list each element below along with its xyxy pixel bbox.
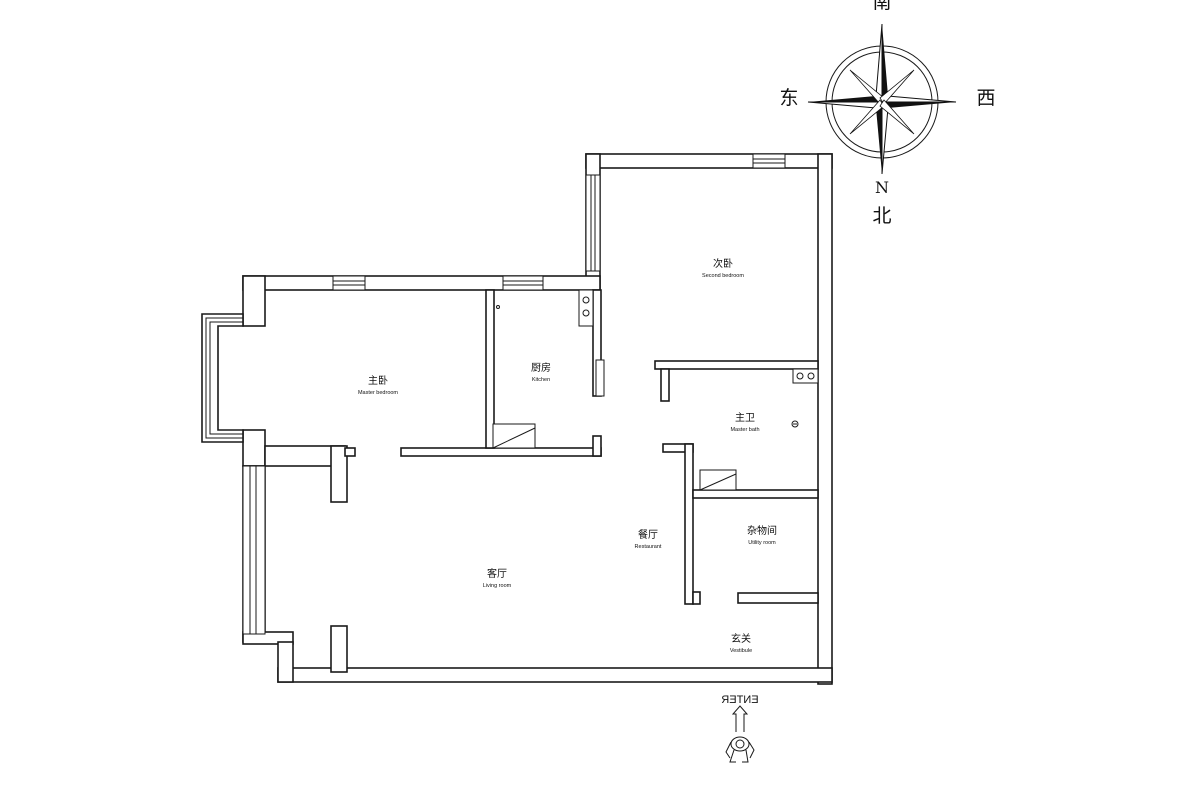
bath-shower-tray [699,469,737,491]
compass-south: 南 [872,0,891,13]
wall-bottom-left-jog [242,631,294,645]
room-kitchen-zh: 厨房 [531,361,551,374]
room-master-bedroom-en: Master bedroom [358,390,398,396]
bath-floor-drain [791,420,799,428]
windows [201,153,786,635]
wall-bottom-left-step [277,641,294,683]
wall-bath-left-stub [660,368,670,402]
wall-master-kitchen-bottom [400,447,602,457]
wall-master-pier [330,445,348,503]
window-second-bedroom-side [585,174,601,272]
compass-star-icon [807,23,957,175]
room-vestibule-en: Vestibule [730,648,752,654]
window-kitchen [502,275,544,291]
wall-right [817,153,833,685]
wall-dining-end [692,591,701,605]
compass-north: 北 [872,205,891,227]
room-second-bedroom-en: Second bedroom [702,273,744,279]
wall-left-upper [242,275,266,327]
room-kitchen-en: Kitchen [532,377,550,383]
kitchen-drain [496,305,500,309]
compass-west: 西 [976,87,995,109]
wall-kitchen-stub [592,435,602,457]
window-master-bedroom [332,275,366,291]
wall-left-mid [242,429,266,467]
wall-top-right [585,153,833,169]
bay-window [201,313,244,443]
entrance-arrow-icon [731,705,749,732]
room-vestibule-zh: 玄关 [731,632,751,645]
window-living-room [242,465,266,635]
kitchen-shower-tray [492,423,536,449]
wall-utility-bottom [737,592,819,604]
room-master-bath-en: Master bath [730,427,759,433]
wall-bottom-pier [330,625,348,673]
bath-sink [792,368,819,384]
room-master-bedroom-zh: 主卧 [368,374,388,387]
compass-north-letter: N [875,178,889,197]
kitchen-stove [578,289,594,327]
room-second-bedroom-zh: 次卧 [713,257,733,270]
wall-top-left [242,275,601,291]
walls [242,153,833,685]
fixtures [492,289,819,491]
room-utility-en: Utility room [748,540,776,546]
room-restaurant-en: Restaurant [635,544,662,550]
room-restaurant-zh: 餐厅 [638,528,658,541]
wall-bottom [277,667,833,683]
person-walking-icon [725,736,755,763]
window-second-bedroom [752,153,786,169]
wall-bath-top [654,360,819,370]
wall-master-stub [344,447,356,457]
wall-kitchen-left [485,289,495,449]
room-labels: 次卧 Second bedroom 厨房 Kitchen 主卧 Master b… [358,257,777,654]
compass-rose: 南 东 西 N 北 [779,0,995,227]
wall-bath-bottom [692,489,819,499]
compass-east: 东 [779,87,798,109]
kitchen-counter-post [595,359,605,397]
room-living-zh: 客厅 [487,567,507,580]
room-living-en: Living room [483,583,512,589]
wall-dining-right [684,443,694,605]
room-master-bath-zh: 主卫 [735,412,755,424]
entrance-label: ENTER [721,694,758,706]
room-utility-zh: 杂物间 [747,524,777,537]
entrance: ENTER [721,694,759,763]
